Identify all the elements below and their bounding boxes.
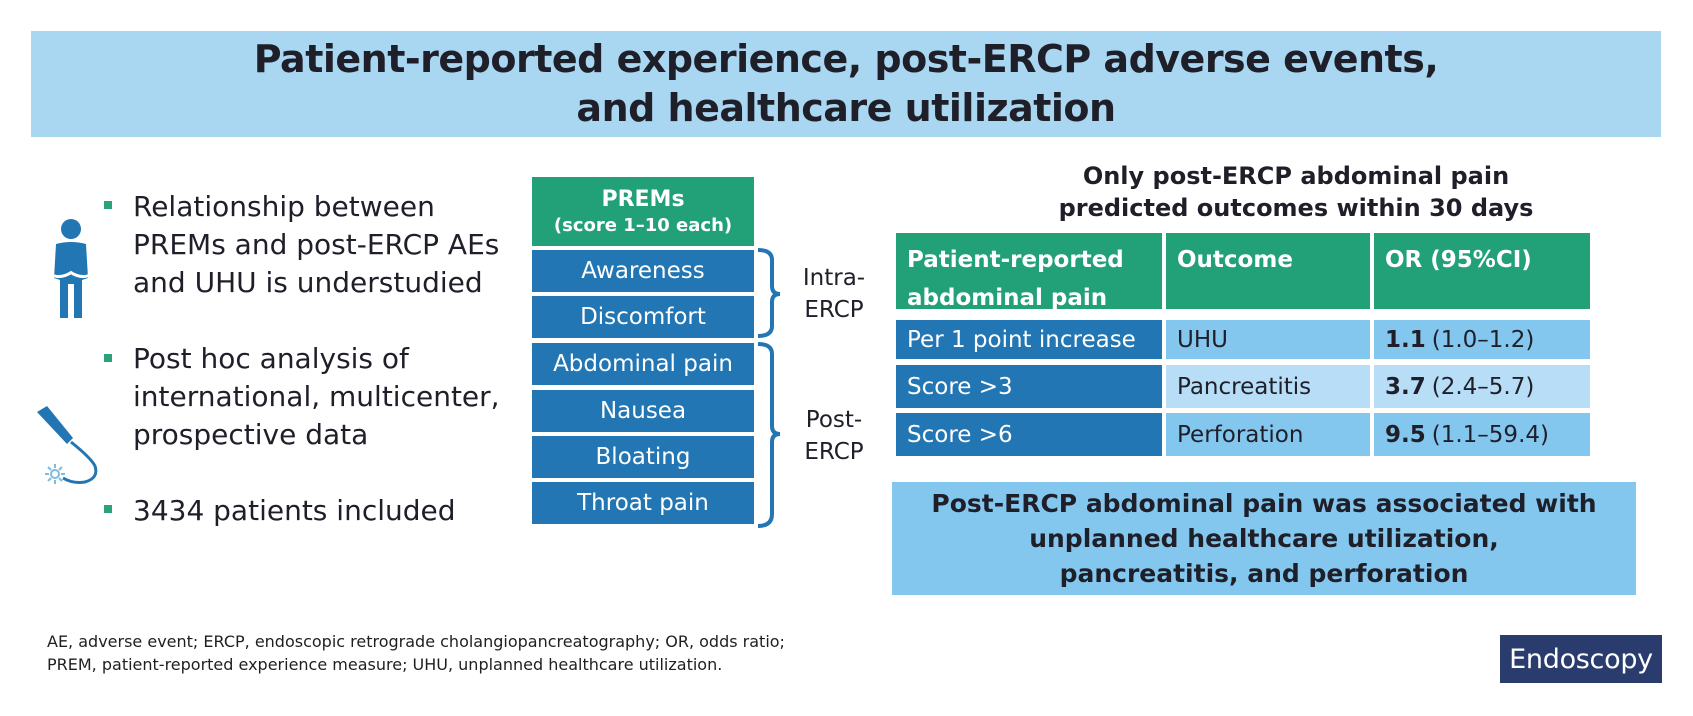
- table-row-1-ci: (1.0–1.2): [1431, 326, 1535, 353]
- conclusion-line-1: Post-ERCP abdominal pain was associated …: [931, 489, 1597, 518]
- prem-item-awareness: Awareness: [532, 250, 754, 292]
- conclusion-box: Post-ERCP abdominal pain was associated …: [892, 482, 1636, 595]
- prem-item-throat-pain: Throat pain: [532, 482, 754, 524]
- table-header-or: OR (95%CI): [1374, 233, 1590, 309]
- title-line-2: and healthcare utilization: [576, 86, 1116, 130]
- prems-header: PREMs (score 1–10 each): [532, 177, 754, 246]
- table-header-outcome: Outcome: [1166, 233, 1370, 309]
- footnote-line-1: AE, adverse event; ERCP, endoscopic retr…: [47, 632, 785, 651]
- table-header-predictor: Patient-reported abdominal pain: [896, 233, 1162, 311]
- group-label-post: Post- ERCP: [796, 404, 872, 468]
- prem-item-discomfort: Discomfort: [532, 296, 754, 338]
- results-subtitle-line-1: Only post-ERCP abdominal pain: [1082, 162, 1510, 190]
- table-row-3-ci: (1.1–59.4): [1431, 421, 1549, 448]
- table-row-1-predictor: Per 1 point increase: [896, 320, 1162, 359]
- table-row-2-outcome: Pancreatitis: [1166, 365, 1370, 408]
- bullet-3-line-1: 3434 patients included: [133, 494, 456, 527]
- table-row-1-or: 1.1 (1.0–1.2): [1374, 320, 1590, 359]
- bullet-marker: [104, 505, 112, 513]
- group-label-intra-line-1: Intra-: [802, 265, 866, 291]
- table-row-2-or-value: 3.7: [1385, 373, 1426, 400]
- table-row-1-outcome: UHU: [1166, 320, 1370, 359]
- patient-abdominal-pain-icon: [48, 219, 94, 318]
- prem-item-bloating: Bloating: [532, 436, 754, 478]
- table-row-1-or-value: 1.1: [1385, 326, 1426, 353]
- results-subtitle-line-2: predicted outcomes within 30 days: [1058, 194, 1534, 222]
- table-row-2-or: 3.7 (2.4–5.7): [1374, 365, 1590, 408]
- group-label-post-line-2: ERCP: [804, 439, 864, 465]
- bullet-1-line-3: and UHU is understudied: [133, 266, 483, 299]
- group-label-intra-line-2: ERCP: [804, 297, 864, 323]
- bullet-marker: [104, 354, 112, 362]
- bullet-marker: [104, 201, 112, 209]
- title-line-1: Patient-reported experience, post-ERCP a…: [253, 37, 1439, 81]
- title-banner: Patient-reported experience, post-ERCP a…: [31, 31, 1661, 137]
- journal-logo: Endoscopy: [1500, 635, 1662, 683]
- table-row-2-predictor: Score >3: [896, 365, 1162, 408]
- bullet-2-line-2: international, multicenter,: [133, 380, 500, 413]
- table-row-3-outcome: Perforation: [1166, 413, 1370, 456]
- bullet-2-line-1: Post hoc analysis of: [133, 342, 409, 375]
- prem-item-abdominal-pain: Abdominal pain: [532, 343, 754, 385]
- prems-header-title: PREMs: [601, 186, 685, 212]
- table-row-3-or-value: 9.5: [1385, 421, 1426, 448]
- table-row-3-or: 9.5 (1.1–59.4): [1374, 413, 1590, 456]
- conclusion-line-3: pancreatitis, and perforation: [1059, 559, 1469, 588]
- bullet-2-line-3: prospective data: [133, 418, 369, 451]
- group-brackets: [757, 248, 781, 528]
- footnote-line-2: PREM, patient-reported experience measur…: [47, 655, 723, 674]
- endoscope-icon: [37, 406, 98, 484]
- prems-header-subtitle: (score 1–10 each): [553, 214, 733, 236]
- bullet-1-line-2: PREMs and post-ERCP AEs: [133, 228, 500, 261]
- table-row-3-predictor: Score >6: [896, 413, 1162, 456]
- table-row-2-ci: (2.4–5.7): [1431, 373, 1535, 400]
- prem-item-nausea: Nausea: [532, 390, 754, 432]
- bullet-1-line-1: Relationship between: [133, 190, 435, 223]
- group-label-intra: Intra- ERCP: [796, 262, 872, 326]
- conclusion-line-2: unplanned healthcare utilization,: [1029, 524, 1499, 553]
- group-label-post-line-1: Post-: [805, 407, 863, 433]
